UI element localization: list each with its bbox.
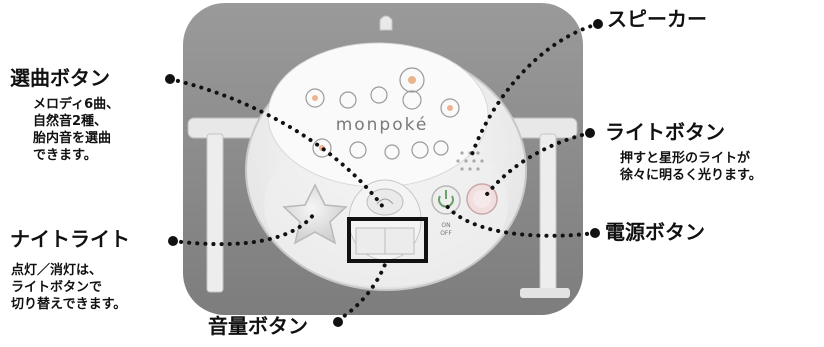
character-doodles — [305, 67, 460, 160]
desc-line: 自然音2種、 — [33, 114, 108, 129]
volume-button-label: 音量ボタン — [208, 314, 308, 338]
desc-line: 切り替えできます。 — [11, 297, 127, 312]
desc-line: ライトボタンで — [11, 280, 103, 295]
brand-logo: monpoké — [336, 115, 429, 135]
callout-dots — [165, 19, 603, 327]
volume-highlight-box — [347, 217, 428, 263]
power-button-label: 電源ボタン — [605, 220, 705, 244]
character-accents — [312, 76, 453, 151]
desc-line: メロディ6曲、 — [33, 97, 120, 112]
light-button-label: ライトボタン — [605, 120, 725, 144]
power-off-label: OFF — [440, 230, 452, 237]
power-button[interactable] — [431, 185, 461, 215]
crib-rails — [187, 117, 578, 298]
light-button-desc: 押すと星形のライトが 徐々に明るく光ります。 — [620, 150, 762, 184]
desc-line: できます。 — [33, 148, 97, 163]
desc-line: 徐々に明るく光ります。 — [620, 168, 762, 183]
song-select-desc: メロディ6曲、 自然音2種、 胎内音を選曲 できます。 — [33, 96, 119, 164]
song-select-button[interactable] — [366, 188, 404, 216]
song-select-label: 選曲ボタン — [10, 66, 110, 90]
speaker-grille — [456, 151, 484, 171]
desc-line: 胎内音を選曲 — [33, 131, 112, 146]
desc-line: 押すと星形のライトが — [620, 151, 751, 166]
desc-line: 点灯／消灯は、 — [11, 263, 103, 278]
night-light-desc: 点灯／消灯は、 ライトボタンで 切り替えできます。 — [11, 262, 126, 313]
callout-lines — [168, 22, 600, 322]
power-on-label: ON — [441, 222, 450, 229]
hanging-hook — [379, 15, 393, 31]
speaker-label: スピーカー — [607, 7, 707, 31]
night-light-label: ナイトライト — [10, 227, 130, 251]
